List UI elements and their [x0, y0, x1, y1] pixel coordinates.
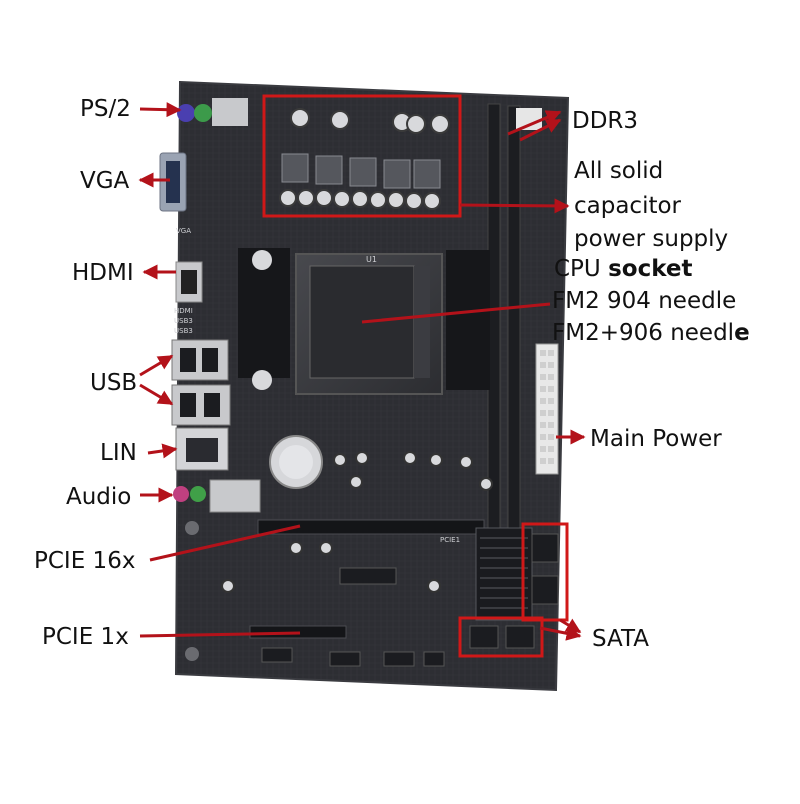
- arrow-sata-b: [539, 625, 582, 641]
- board-mark-pcie: PCIE1: [440, 536, 460, 544]
- label-fm2plus-tail: e: [734, 320, 750, 346]
- arrow-pcie16: [149, 524, 301, 562]
- arrow-lin: [147, 443, 178, 459]
- arrow-cpu: [361, 302, 551, 324]
- vrm-chokes: [281, 153, 441, 189]
- label-cpu: CPU: [554, 256, 609, 282]
- label-fm2plus: FM2+906 needle: [552, 322, 750, 345]
- label-fm2: FM2 904 needle: [552, 288, 737, 314]
- label-audio: Audio: [66, 484, 132, 510]
- label-usb: USB: [90, 370, 138, 396]
- pcie-16x-slot: [257, 519, 485, 535]
- vrm-highlight-box: [262, 94, 462, 218]
- board-mark-usb3a: USB3: [174, 317, 193, 325]
- label-capacitor-line3: power supply: [574, 226, 729, 252]
- arrow-usb-down: [139, 383, 174, 406]
- label-socket: socket: [608, 256, 693, 282]
- arrow-capacitor: [459, 198, 570, 214]
- board-mark-usb3b: USB3: [174, 327, 193, 335]
- label-pcie-16x: PCIE 16x: [34, 548, 136, 574]
- audio-jack-green: [190, 486, 206, 502]
- arrow-pcie1: [139, 631, 301, 638]
- sata-port-4: [505, 625, 535, 649]
- arrow-ddr3-b: [519, 118, 562, 142]
- board-mark-vga: VGA: [176, 227, 191, 235]
- audio-jack-pink: [173, 486, 189, 502]
- arrow-sata-a: [559, 618, 582, 634]
- ps2-port-green: [194, 104, 212, 122]
- cooler-retention-right: [446, 250, 490, 390]
- label-ddr3: DDR3: [572, 108, 639, 134]
- label-fm2plus-main: FM2+906 needl: [552, 320, 735, 346]
- label-vga: VGA: [80, 168, 130, 194]
- sata-port-2: [531, 575, 559, 605]
- ps2-port-purple: [177, 104, 195, 122]
- label-pcie-1x: PCIE 1x: [42, 624, 129, 650]
- label-capacitor-line2: capacitor: [574, 193, 682, 219]
- arrow-ps2: [139, 102, 182, 118]
- sata-highlight-bottom: [458, 616, 544, 658]
- sata-port-3: [469, 625, 499, 649]
- ps2-housing: [212, 98, 248, 126]
- board-mark-hdmi: HDMI: [174, 307, 193, 315]
- label-main-power: Main Power: [590, 426, 722, 452]
- ddr3-slot-2: [507, 105, 521, 547]
- label-lin: LIN: [100, 440, 137, 466]
- board-mark-u1: U1: [366, 255, 377, 264]
- label-cpu-socket: CPU socket: [554, 258, 692, 281]
- callout-arrows: [138, 102, 586, 641]
- arrow-ddr3-a: [507, 110, 562, 136]
- label-hdmi: HDMI: [72, 260, 134, 286]
- label-ps2: PS/2: [80, 96, 131, 122]
- label-sata: SATA: [592, 626, 649, 652]
- sata-highlight-right: [521, 522, 569, 622]
- arrow-usb-up: [139, 354, 174, 377]
- vrm-capacitors: [279, 108, 450, 210]
- main-power-connector: [535, 343, 559, 475]
- sata-port-1: [531, 533, 559, 563]
- label-capacitor-line1: All solid: [574, 158, 664, 184]
